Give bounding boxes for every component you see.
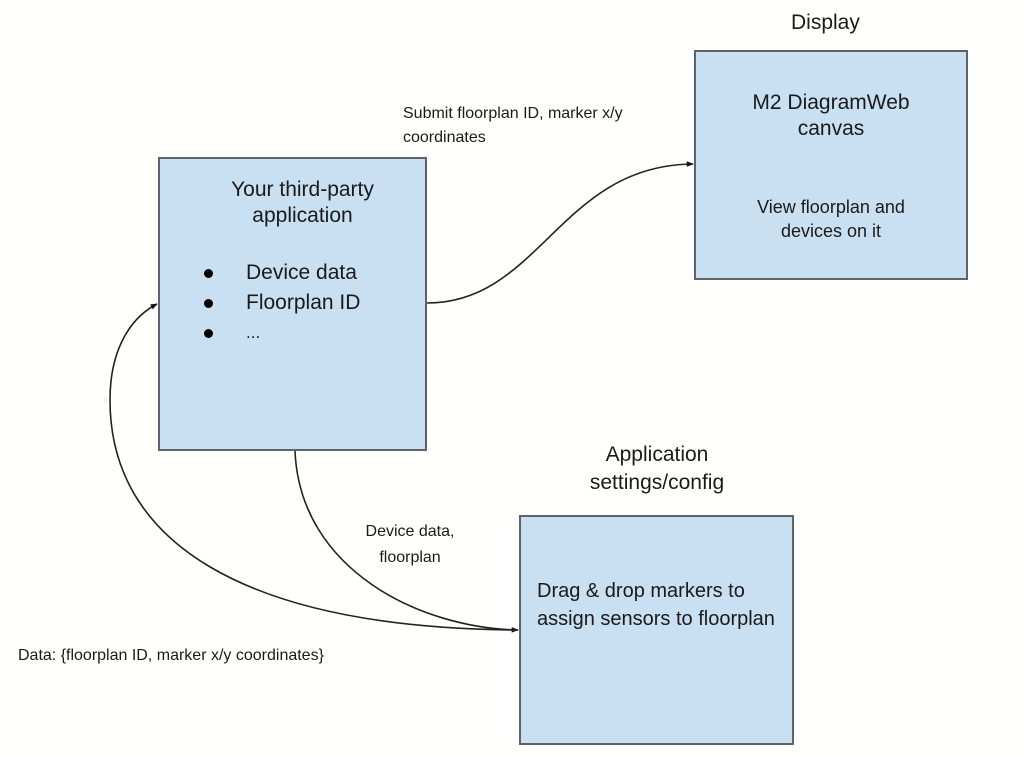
settings-heading: Application settings/config [589,443,725,494]
list-item-text: ... [246,323,261,342]
display-node-title: M2 DiagramWeb canvas [696,90,966,142]
display-node-subtitle: View floorplan and devices on it [696,195,966,243]
settings-node-body: Drag & drop markers to assign sensors to… [537,580,775,630]
app-node-title: Your third-party application [180,177,425,229]
settings-node: Drag & drop markers to assign sensors to… [519,515,794,745]
edge-label-submit-text: Submit floorplan ID, marker x/y coordina… [403,105,623,146]
display-heading: Display [791,11,860,34]
edge-app-to-display [426,161,694,304]
third-party-app-node: Your third-party application Device data… [158,157,427,451]
edge-settings-to-app [109,303,519,631]
bullet-icon [204,329,213,338]
edge-label-device-data: Device data, floorplan [365,523,455,566]
display-node-subtitle-text: View floorplan and devices on it [757,197,905,241]
edge-label-return-data: Data: {floorplan ID, marker x/y coordina… [18,647,324,664]
list-item-text: Device data [246,261,357,284]
list-item-text: Floorplan ID [246,291,361,314]
display-node-title-text: M2 DiagramWeb canvas [752,91,910,140]
app-node-title-text: Your third-party application [231,178,374,227]
bullet-icon [204,299,213,308]
edge-app-to-settings [294,450,519,633]
bullet-icon [204,269,213,278]
display-canvas-node: M2 DiagramWeb canvas View floorplan and … [694,50,968,280]
edge-label-submit: Submit floorplan ID, marker x/y coordina… [403,102,695,150]
